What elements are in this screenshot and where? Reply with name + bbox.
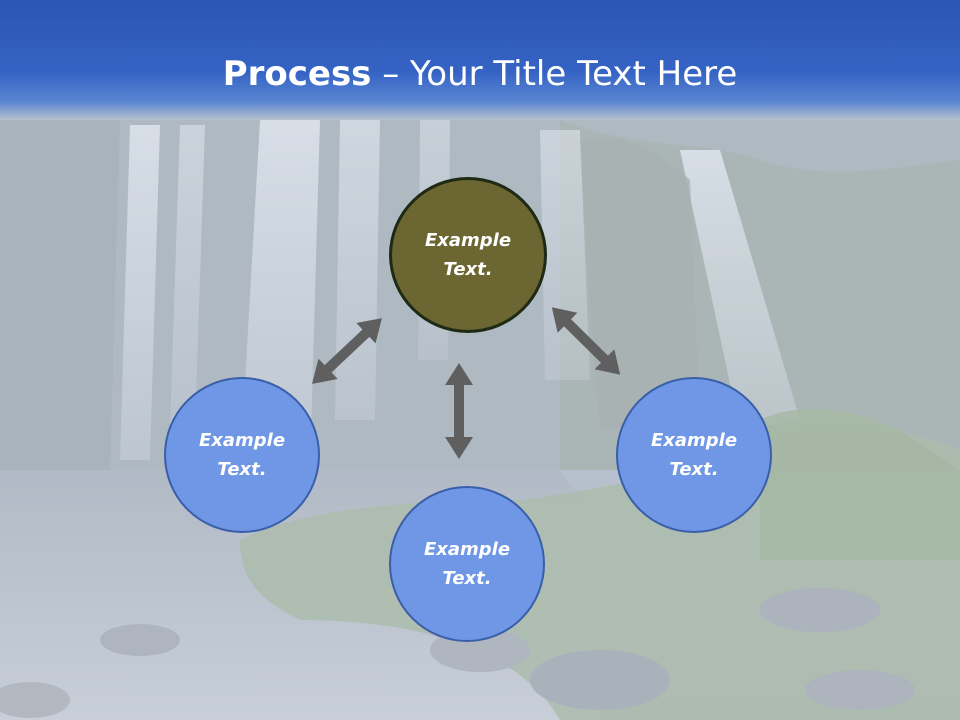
process-circle-top: Example Text. — [389, 177, 547, 333]
slide-title: Process – Your Title Text Here — [0, 52, 960, 96]
title-strong: Process — [222, 54, 372, 94]
circle-right-label: Example Text. — [650, 430, 738, 480]
process-circle-bottom: Example Text. — [389, 486, 545, 642]
double-arrow-right-icon — [551, 307, 621, 375]
process-circle-left: Example Text. — [164, 377, 320, 533]
title-rest: – Your Title Text Here — [371, 54, 738, 94]
circle-bottom-label: Example Text. — [423, 539, 511, 589]
circle-left-label: Example Text. — [198, 430, 286, 480]
double-arrow-left-icon — [312, 318, 382, 384]
title-bar — [0, 0, 960, 120]
circle-top-label: Example Text. — [424, 230, 512, 280]
process-circle-right: Example Text. — [616, 377, 772, 533]
double-arrow-center-icon — [445, 363, 473, 459]
